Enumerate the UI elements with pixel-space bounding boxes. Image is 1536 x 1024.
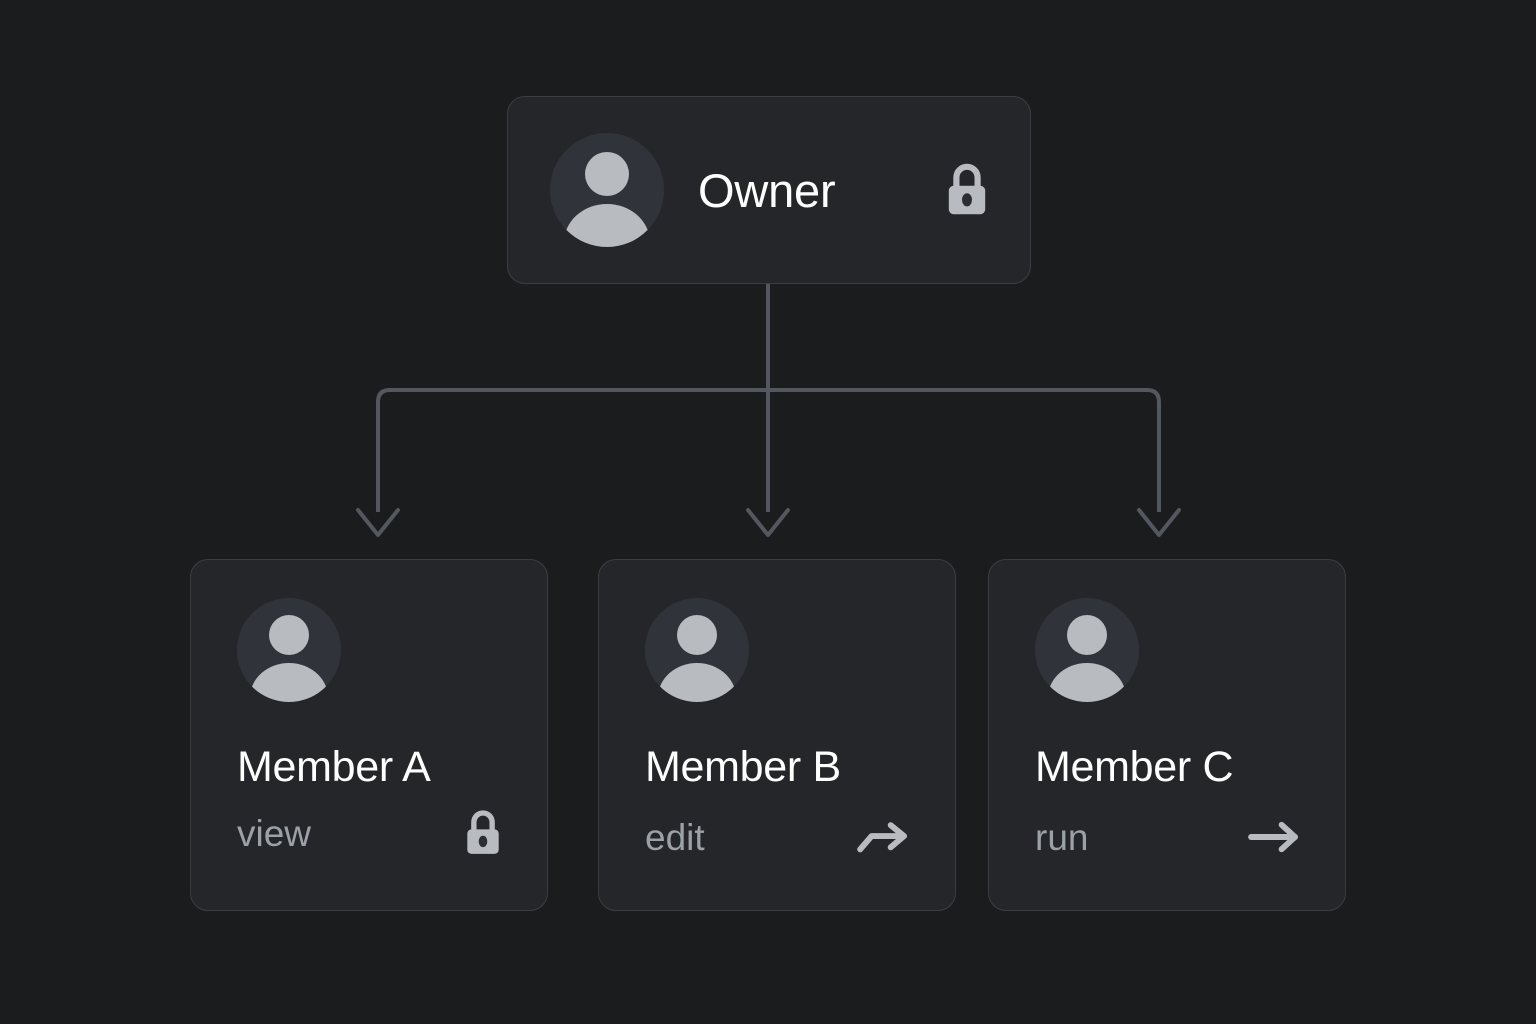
arrow-right-icon[interactable] bbox=[1245, 816, 1303, 858]
avatar-head bbox=[585, 152, 629, 196]
member-footer: view bbox=[237, 808, 505, 876]
arrow-turn-right-icon[interactable] bbox=[855, 816, 913, 858]
owner-card[interactable]: Owner bbox=[507, 96, 1031, 284]
avatar-body bbox=[658, 663, 736, 702]
member-footer: run bbox=[1035, 816, 1303, 876]
avatar-body bbox=[564, 204, 650, 247]
user-avatar-icon bbox=[645, 598, 749, 702]
owner-name: Owner bbox=[698, 163, 836, 217]
connector-bus-right bbox=[768, 388, 1161, 512]
lock-icon bbox=[942, 161, 992, 219]
avatar-head bbox=[269, 615, 309, 655]
avatar-body bbox=[250, 663, 328, 702]
member-name: Member A bbox=[237, 743, 431, 791]
arrowhead-member-b bbox=[746, 508, 790, 537]
arrowhead-member-c bbox=[1137, 508, 1181, 537]
lock-icon[interactable] bbox=[461, 808, 505, 858]
permission-label: view bbox=[237, 812, 312, 854]
avatar-head bbox=[1067, 615, 1107, 655]
user-avatar-icon bbox=[550, 133, 664, 247]
arrowhead-member-a bbox=[356, 508, 400, 537]
member-name: Member C bbox=[1035, 743, 1234, 791]
connector-bus-left bbox=[376, 388, 768, 512]
user-avatar-icon bbox=[237, 598, 341, 702]
member-card[interactable]: Member C run bbox=[988, 559, 1346, 911]
permission-label: run bbox=[1035, 816, 1089, 858]
member-footer: edit bbox=[645, 816, 913, 876]
avatar-body bbox=[1048, 663, 1126, 702]
member-name: Member B bbox=[645, 743, 841, 791]
user-avatar-icon bbox=[1035, 598, 1139, 702]
permission-label: edit bbox=[645, 816, 705, 858]
avatar-head bbox=[677, 615, 717, 655]
member-card[interactable]: Member B edit bbox=[598, 559, 956, 911]
member-card[interactable]: Member A view bbox=[190, 559, 548, 911]
